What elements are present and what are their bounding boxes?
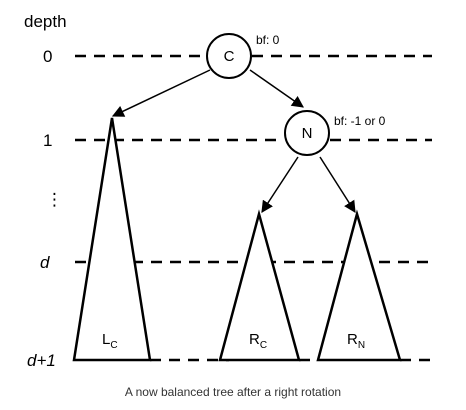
edge-root-to-child bbox=[249, 69, 304, 108]
subtree-right-label: RN bbox=[347, 331, 365, 351]
node-root-label: C bbox=[224, 48, 235, 65]
depth-header: depth bbox=[24, 12, 67, 31]
node-child-balance-factor: bf: -1 or 0 bbox=[334, 114, 386, 128]
level-label-d-plus-1: d+1 bbox=[27, 351, 56, 370]
node-child-circle bbox=[284, 110, 330, 156]
subtree-middle-triangle bbox=[218, 209, 301, 362]
subtree-middle-label: RC bbox=[249, 331, 267, 351]
diagram-caption: A now balanced tree after a right rotati… bbox=[125, 385, 341, 399]
level-label-1: 1 bbox=[43, 131, 52, 150]
subtree-left-triangle bbox=[72, 117, 152, 362]
edge-child-to-middle-subtree bbox=[261, 156, 299, 214]
node-child-label: N bbox=[302, 125, 313, 142]
subtree-left-label: LC bbox=[102, 331, 118, 351]
node-root-balance-factor: bf: 0 bbox=[256, 33, 280, 47]
level-label-0: 0 bbox=[43, 47, 52, 66]
edge-child-to-right-subtree bbox=[319, 156, 356, 214]
node-root-circle bbox=[206, 33, 252, 79]
edge-root-to-left-subtree bbox=[111, 69, 211, 117]
level-label-ellipsis: ⋮ bbox=[46, 190, 63, 209]
subtree-right-triangle bbox=[316, 209, 402, 362]
level-label-d: d bbox=[40, 253, 50, 272]
